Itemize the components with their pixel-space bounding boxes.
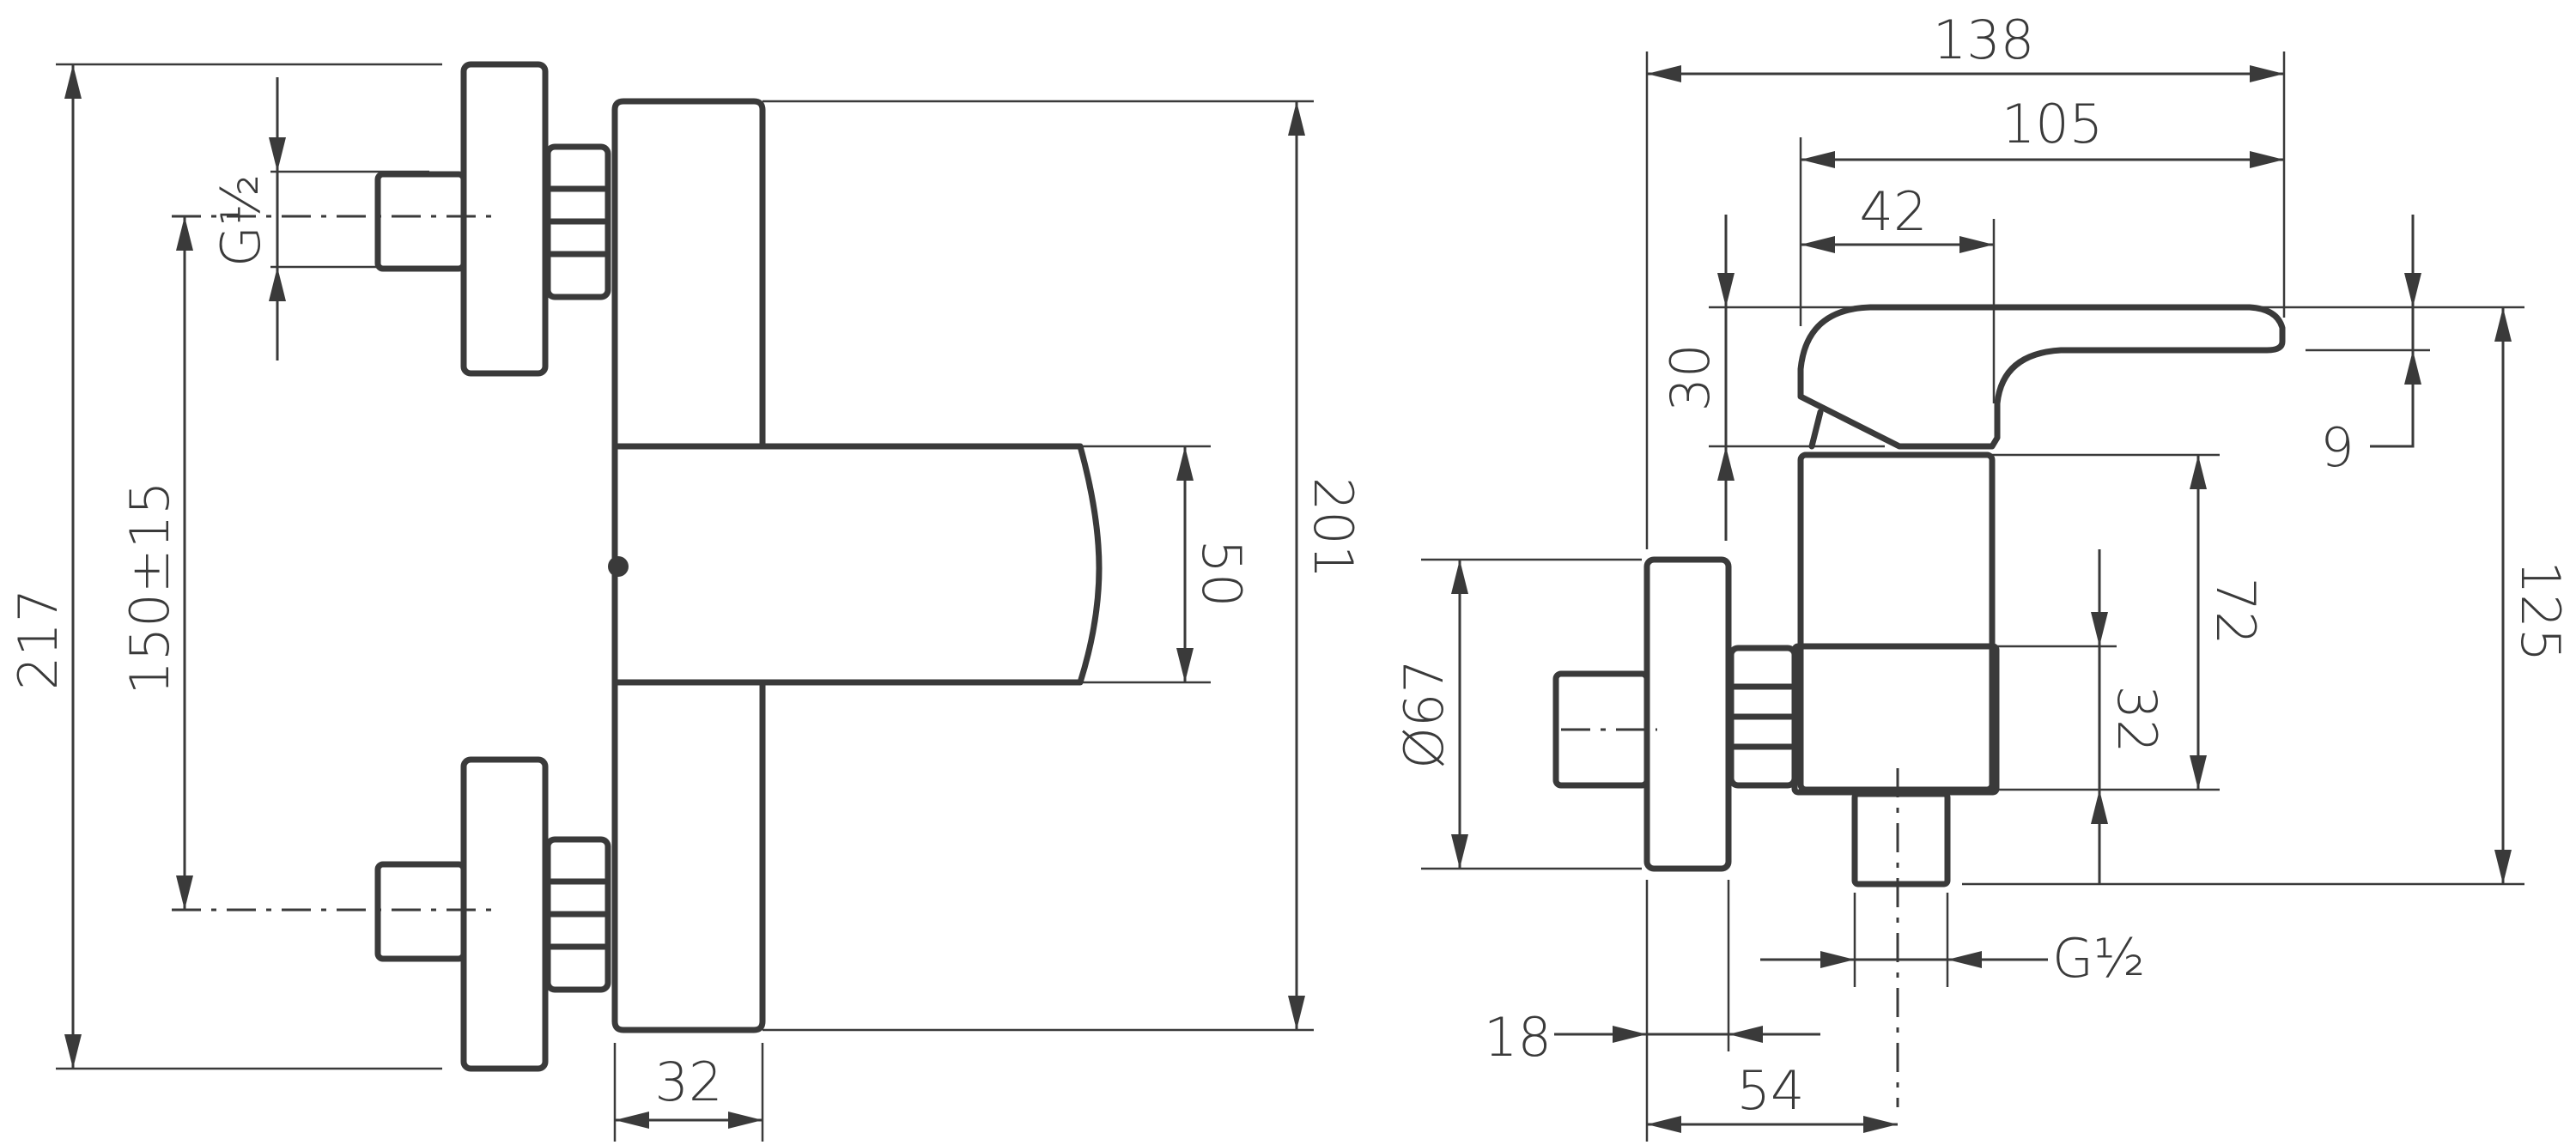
arrow-inlet-thread-bottom: [269, 267, 286, 301]
arrow-body-width-right: [728, 1112, 762, 1129]
arrow-total-height-top: [2494, 307, 2512, 342]
arrow-body-height-side-bottom: [2190, 755, 2207, 790]
arrow-spout-height-bottom: [1176, 648, 1194, 682]
aerator-dot: [608, 556, 629, 577]
arrow-wall-offset-right: [1728, 1026, 1763, 1043]
label-wall-offset: 18: [1484, 1006, 1552, 1069]
arrow-body-width-left: [615, 1112, 649, 1129]
handle-stem: [1808, 409, 1824, 450]
side-body: [1797, 451, 1996, 793]
label-flange-diameter: Ø67: [1393, 659, 1455, 769]
arrow-total-height-bottom: [2494, 850, 2512, 884]
label-inlet-thread: G½: [210, 174, 272, 267]
arrow-handle-tip-bottom: [2404, 350, 2421, 385]
dim-line-handle-tip: [2370, 215, 2415, 448]
label-inlet-spacing: 150±15: [118, 481, 181, 694]
lower-escutcheon: [460, 756, 549, 1072]
lower-nut: [544, 836, 611, 993]
arrow-overall-height-top: [64, 64, 82, 99]
arrow-outlet-offset-left: [1647, 1116, 1681, 1133]
arrow-handle-length-left: [1801, 151, 1835, 168]
spout: [611, 443, 1103, 686]
handle-lever: [1797, 304, 2286, 450]
lower-inlet-pipe: [374, 861, 467, 962]
arrow-handle-base-right: [1959, 236, 1994, 253]
label-overall-depth: 138: [1933, 9, 2034, 71]
label-spout-height: 50: [1190, 540, 1253, 608]
label-overall-height: 217: [7, 589, 70, 690]
arrow-handle-height-bottom: [1717, 446, 1735, 481]
arrow-flange-diameter-top: [1451, 560, 1468, 594]
arrow-wall-offset-left: [1613, 1026, 1647, 1043]
arrow-inlet-spacing-bottom: [176, 875, 193, 910]
upper-nut-facets: [548, 185, 608, 257]
label-body-width: 32: [655, 1051, 723, 1113]
arrow-overall-height-bottom: [64, 1034, 82, 1069]
lower-nut-facets: [548, 878, 608, 950]
arrow-overall-depth-left: [1647, 65, 1681, 82]
label-outlet-thread: G½: [2052, 927, 2145, 990]
lower-inlet: [374, 756, 611, 1072]
arrow-outlet-height-bottom: [2091, 790, 2108, 824]
arrow-inlet-spacing-top: [176, 216, 193, 251]
upper-inlet-pipe: [374, 171, 467, 272]
label-outlet-height: 32: [2105, 686, 2168, 754]
side-view: 138 105 42 30 9 72 32 125 Ø67 G½ 18 54: [1393, 9, 2572, 1142]
upper-nut: [544, 143, 611, 300]
front-extension-lines: [56, 63, 1314, 1142]
arrow-outlet-offset-right: [1863, 1116, 1898, 1133]
arrow-overall-depth-right: [2250, 65, 2284, 82]
arrow-outlet-thread-right: [1947, 951, 1982, 968]
arrow-handle-tip-top: [2404, 273, 2421, 307]
upper-inlet: [374, 61, 611, 377]
side-nut-facets: [1731, 683, 1795, 750]
arrow-body-height-bottom: [1288, 996, 1305, 1030]
arrow-flange-diameter-bottom: [1451, 834, 1468, 869]
arrow-body-height-top: [1288, 101, 1305, 136]
label-handle-height: 30: [1659, 344, 1722, 412]
arrow-body-height-side-top: [2190, 455, 2207, 489]
arrow-handle-base-left: [1801, 236, 1835, 253]
label-body-height-side: 72: [2204, 578, 2267, 645]
upper-escutcheon: [460, 61, 549, 377]
arrow-handle-length-right: [2250, 151, 2284, 168]
label-total-height: 125: [2509, 560, 2572, 662]
front-view: 217 150±15 G½ 201 50 32: [7, 61, 1364, 1142]
label-outlet-offset: 54: [1737, 1059, 1805, 1122]
side-flange: [1643, 556, 1732, 872]
arrow-outlet-thread-left: [1820, 951, 1855, 968]
side-outlet: [1851, 791, 1951, 888]
arrow-inlet-thread-top: [269, 137, 286, 172]
side-connector: [1791, 643, 2000, 796]
label-handle-base: 42: [1860, 180, 1928, 243]
mixer-body: [611, 98, 766, 1033]
label-handle-length: 105: [2002, 93, 2103, 155]
label-handle-tip: 9: [2320, 416, 2354, 479]
label-body-height: 201: [1302, 477, 1364, 579]
arrow-handle-height-top: [1717, 273, 1735, 307]
arrow-spout-height-top: [1176, 446, 1194, 481]
arrow-outlet-height-top: [2091, 612, 2108, 646]
side-extension-lines: [1421, 51, 2524, 1142]
